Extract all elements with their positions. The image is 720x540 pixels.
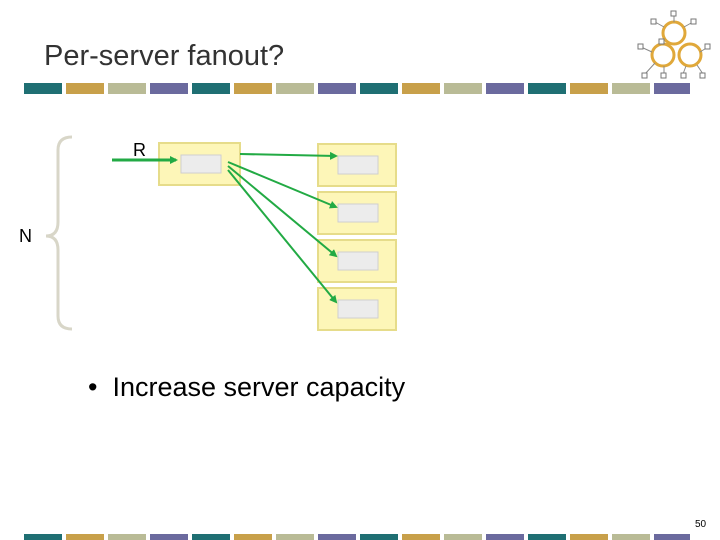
color-bar-segment xyxy=(654,534,690,540)
fanout-arrow xyxy=(227,165,338,258)
color-bar-segment xyxy=(402,534,440,540)
target-server xyxy=(317,191,397,235)
color-bar-segment xyxy=(654,83,690,94)
target-server xyxy=(317,143,397,187)
color-bar-segment xyxy=(24,83,62,94)
color-bar-segment xyxy=(66,83,104,94)
color-bar-segment xyxy=(108,83,146,94)
fanout-arrow xyxy=(227,161,338,209)
top-color-bar xyxy=(24,83,690,94)
color-bar-segment xyxy=(486,83,524,94)
bottom-color-bar xyxy=(24,534,690,540)
color-bar-segment xyxy=(192,534,230,540)
color-bar-segment xyxy=(276,83,314,94)
bullet-dot: • xyxy=(88,372,113,402)
color-bar-segment xyxy=(570,83,608,94)
group-brace xyxy=(45,135,73,331)
color-bar-segment xyxy=(66,534,104,540)
bullet-text: Increase server capacity xyxy=(112,372,406,402)
fanout-arrow xyxy=(239,151,338,160)
source-server xyxy=(158,142,241,186)
bullet-item: • Increase server capacity xyxy=(88,372,405,403)
color-bar-segment xyxy=(150,83,188,94)
color-bar-segment xyxy=(150,534,188,540)
color-bar-segment xyxy=(528,534,566,540)
color-bar-segment xyxy=(402,83,440,94)
color-bar-segment xyxy=(108,534,146,540)
color-bar-segment xyxy=(444,534,482,540)
color-bar-segment xyxy=(612,534,650,540)
color-bar-segment xyxy=(486,534,524,540)
color-bar-segment xyxy=(234,534,272,540)
request-label: R xyxy=(133,140,146,160)
page-number: 50 xyxy=(695,519,707,530)
group-size-label: N xyxy=(19,226,32,246)
color-bar-segment xyxy=(318,534,356,540)
slide-title: Per-server fanout? xyxy=(44,40,285,72)
color-bar-segment xyxy=(276,534,314,540)
color-bar-segment xyxy=(318,83,356,94)
color-bar-segment xyxy=(192,83,230,94)
color-bar-segment xyxy=(24,534,62,540)
target-server xyxy=(317,239,397,283)
color-bar-segment xyxy=(570,534,608,540)
color-bar-segment xyxy=(612,83,650,94)
fanout-arrow xyxy=(227,169,338,304)
color-bar-segment xyxy=(528,83,566,94)
color-bar-segment xyxy=(234,83,272,94)
color-bar-segment xyxy=(360,534,398,540)
color-bar-segment xyxy=(360,83,398,94)
color-bar-segment xyxy=(444,83,482,94)
